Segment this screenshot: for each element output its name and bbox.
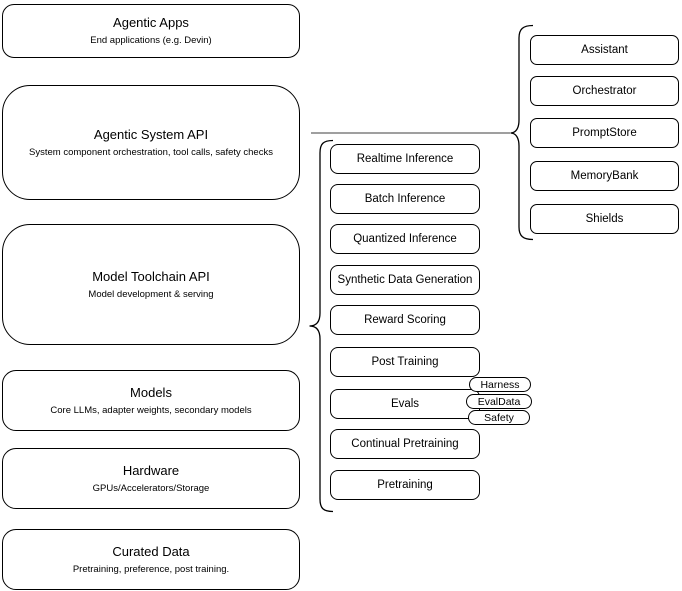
node-title: Agentic Apps (113, 15, 189, 30)
node-title: Hardware (122, 462, 180, 478)
node-shields: Shields (530, 204, 679, 234)
node-quantized-inference: Quantized Inference (330, 224, 480, 254)
node-synthetic-data-generation: Synthetic Data Generation (330, 265, 480, 295)
brace-toolchain (309, 139, 334, 513)
node-title: Model Toolchain API (92, 268, 210, 284)
node-subtitle: Pretraining, preference, post training. (72, 563, 230, 575)
node-subtitle: Core LLMs, adapter weights, secondary mo… (50, 404, 252, 416)
node-model-toolchain-api: Model Toolchain API Model development & … (2, 224, 300, 345)
tag-safety: Safety (468, 410, 530, 425)
node-subtitle: System component orchestration, tool cal… (29, 146, 273, 158)
node-orchestrator: Orchestrator (530, 76, 679, 106)
node-assistant: Assistant (530, 35, 679, 65)
tag-evaldata: EvalData (466, 394, 532, 409)
node-title: Agentic System API (93, 126, 209, 142)
node-title: Models (130, 384, 172, 400)
node-evals: Evals (330, 389, 480, 419)
node-hardware: Hardware GPUs/Accelerators/Storage (2, 448, 300, 509)
node-subtitle: End applications (e.g. Devin) (90, 35, 212, 46)
node-title: Curated Data (112, 543, 190, 559)
node-subtitle: Model development & serving (88, 288, 214, 300)
tag-harness: Harness (469, 377, 531, 392)
node-subtitle: GPUs/Accelerators/Storage (92, 482, 210, 494)
node-continual-pretraining: Continual Pretraining (330, 429, 480, 459)
node-reward-scoring: Reward Scoring (330, 305, 480, 335)
node-promptstore: PromptStore (530, 118, 679, 148)
node-agentic-apps: Agentic Apps End applications (e.g. Devi… (2, 4, 300, 58)
node-memorybank: MemoryBank (530, 161, 679, 191)
node-models: Models Core LLMs, adapter weights, secon… (2, 370, 300, 431)
node-post-training: Post Training (330, 347, 480, 377)
node-realtime-inference: Realtime Inference (330, 144, 480, 174)
brace-system-components (510, 24, 534, 241)
node-curated-data: Curated Data Pretraining, preference, po… (2, 529, 300, 590)
node-pretraining: Pretraining (330, 470, 480, 500)
node-agentic-system-api: Agentic System API System component orch… (2, 85, 300, 200)
node-batch-inference: Batch Inference (330, 184, 480, 214)
